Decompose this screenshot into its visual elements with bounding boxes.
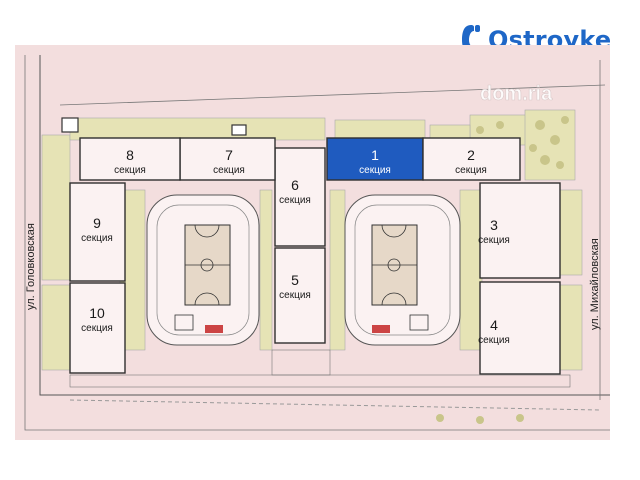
section-5-number: 5 (291, 272, 299, 288)
section-10[interactable]: 10 секция (69, 282, 126, 374)
road-outline-top (59, 84, 606, 106)
section-7-label: секция (213, 165, 245, 176)
section-7[interactable]: 7 секция (179, 137, 276, 181)
section-2[interactable]: 2 секция (422, 137, 521, 181)
street-label-left: ул. Головковская (25, 223, 37, 310)
section-4-number: 4 (490, 317, 498, 333)
section-5-label: секция (279, 290, 311, 301)
courtyard-left (146, 194, 260, 346)
playground-equipment-right (372, 325, 390, 333)
section-4[interactable]: 4 секция (478, 281, 561, 375)
section-3-building[interactable] (479, 182, 561, 279)
section-1-label: секция (359, 165, 391, 176)
section-3-number: 3 (490, 217, 498, 233)
section-8-number: 8 (126, 147, 134, 163)
entrance-box-left (61, 117, 79, 133)
path-dashed (69, 399, 601, 411)
section-1[interactable]: 1 секция (326, 137, 424, 181)
section-4-building[interactable] (479, 281, 561, 375)
section-6-building[interactable] (274, 147, 326, 247)
section-2-building[interactable] (422, 137, 521, 181)
section-9[interactable]: 9 секция (69, 182, 126, 282)
section-8[interactable]: 8 секция (79, 137, 181, 181)
section-3[interactable]: 3 секция (478, 182, 561, 279)
section-7-building[interactable] (179, 137, 276, 181)
section-6-label: секция (279, 195, 311, 206)
courtyard-right (344, 194, 461, 346)
playground-equipment-left (205, 325, 223, 333)
road-outline (39, 55, 610, 396)
trees (436, 116, 569, 424)
sections: 1 секция 2 секция 3 секция 4 секция 5 секция 6 секц… (69, 137, 561, 375)
section-10-building[interactable] (69, 282, 126, 374)
section-6[interactable]: 6 секция (274, 147, 326, 247)
section-2-label: секция (455, 165, 487, 176)
parking (69, 349, 571, 388)
watermark-text: dom.ria (480, 83, 553, 105)
playground-right (409, 314, 429, 331)
road-outline-outer (24, 55, 610, 431)
section-9-label: секция (81, 233, 113, 244)
section-9-number: 9 (93, 215, 101, 231)
street-label-right: ул. Михайловская (589, 238, 601, 330)
section-10-number: 10 (89, 305, 105, 321)
section-8-building[interactable] (79, 137, 181, 181)
section-4-label: секция (478, 335, 510, 346)
section-8-label: секция (114, 165, 146, 176)
section-5-building[interactable] (274, 247, 326, 344)
section-5[interactable]: 5 секция (274, 247, 326, 344)
section-1-building[interactable] (326, 137, 424, 181)
section-2-number: 2 (467, 147, 475, 163)
section-1-number: 1 (371, 147, 379, 163)
section-6-number: 6 (291, 177, 299, 193)
section-9-building[interactable] (69, 182, 126, 282)
section-3-label: секция (478, 235, 510, 246)
playground-left (174, 314, 194, 331)
section-7-number: 7 (225, 147, 233, 163)
entrance-box-top (231, 124, 247, 136)
section-10-label: секция (81, 323, 113, 334)
